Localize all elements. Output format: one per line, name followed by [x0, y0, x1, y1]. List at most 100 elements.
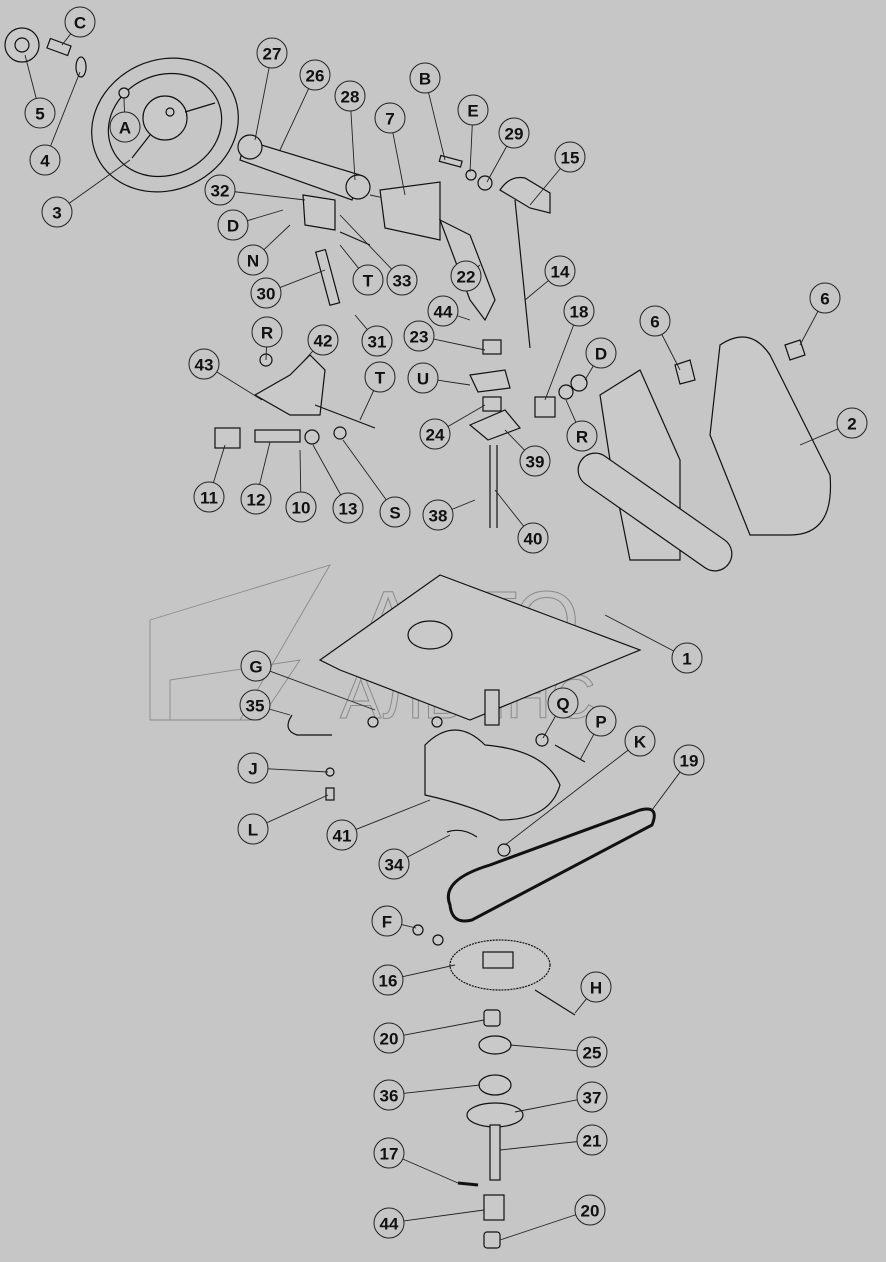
callout-K: K [624, 725, 656, 757]
callout-label: 44 [380, 1215, 399, 1234]
callout-label: N [247, 252, 259, 271]
leader-line [234, 191, 306, 201]
leader-line [354, 314, 368, 330]
callout-circle [372, 964, 404, 996]
callout-label: 30 [257, 285, 276, 304]
callout-circle [427, 295, 459, 327]
callout-label: 44 [434, 303, 453, 322]
plate-7-part [379, 181, 441, 241]
callout-circle [237, 752, 269, 784]
callout-41: 41 [326, 819, 358, 851]
callout-label: P [595, 713, 606, 732]
leader-line [407, 834, 451, 858]
callout-label: R [261, 324, 273, 343]
leader-line [437, 379, 471, 386]
callout-circle [563, 295, 595, 327]
leader-line [259, 441, 271, 485]
callout-23: 23 [403, 320, 435, 352]
leader-line [279, 88, 310, 151]
spring-18-part [534, 396, 556, 418]
callout-label: 3 [52, 204, 61, 223]
callout-circle [457, 94, 489, 126]
callout-circle [193, 481, 225, 513]
callout-G: G [240, 650, 272, 682]
callout-label: 15 [561, 149, 580, 168]
callout-29: 29 [498, 117, 530, 149]
callout-circle [379, 496, 411, 528]
bracket-15-part [499, 176, 551, 214]
callout-circle [237, 813, 269, 845]
callout-circle [378, 848, 410, 880]
callout-circle [41, 196, 73, 228]
callout-label: 26 [306, 67, 325, 86]
callout-21: 21 [576, 1124, 608, 1156]
callout-label: 4 [40, 152, 50, 171]
cover-2-part [709, 336, 832, 536]
callout-circle [251, 316, 283, 348]
callout-circle [240, 650, 272, 682]
belt-part [447, 807, 656, 923]
leader-line [403, 1084, 481, 1094]
leader-line [402, 1158, 459, 1184]
leader-line [579, 733, 595, 761]
callout-label: B [419, 70, 431, 89]
callout-label: 24 [426, 426, 445, 445]
callout-34: 34 [378, 848, 410, 880]
callout-circle [334, 80, 366, 112]
callout-circle [498, 117, 530, 149]
callout-2: 2 [836, 407, 868, 439]
callout-label: 35 [246, 697, 265, 716]
callout-label: 21 [583, 1132, 602, 1151]
callout-circle [307, 324, 339, 356]
callout-circle [422, 499, 454, 531]
leader-line [499, 1214, 576, 1241]
leader-line [247, 209, 284, 222]
leader-line [216, 371, 263, 401]
shaft-21-part [489, 1124, 501, 1181]
leader-line [447, 404, 486, 427]
handle-part [577, 452, 733, 572]
callout-circle [364, 361, 396, 393]
callout-label: 5 [35, 105, 44, 124]
callout-37: 37 [576, 1081, 608, 1113]
leader-line [269, 670, 376, 711]
callout-label: U [417, 370, 429, 389]
washer-part [4, 27, 40, 63]
callout-A: A [109, 111, 141, 143]
leader-line [469, 124, 473, 173]
callout-circle [256, 37, 288, 69]
callout-circle [373, 1207, 405, 1239]
callout-label: 12 [247, 491, 266, 510]
leader-line [457, 315, 471, 321]
leader-line [509, 1044, 578, 1052]
callout-circle [250, 277, 282, 309]
callout-label: E [467, 102, 478, 121]
callout-H: H [580, 971, 612, 1003]
callout-circle [64, 6, 96, 38]
callout-label: H [590, 979, 602, 998]
leader-line [574, 998, 587, 1014]
callout-circle [240, 483, 272, 515]
leader-line [61, 33, 72, 46]
callout-label: L [248, 821, 258, 840]
leader-line [402, 964, 456, 978]
leader-line [486, 145, 508, 183]
leader-line [565, 399, 577, 423]
callout-circle [361, 325, 393, 357]
leader-line [433, 338, 486, 351]
callout-label: D [595, 345, 607, 364]
callout-circle [239, 689, 271, 721]
leader-line [403, 1209, 485, 1222]
callout-label: 29 [505, 125, 524, 144]
callout-22: 22 [450, 260, 482, 292]
callout-label: 27 [263, 45, 282, 64]
callout-33: 33 [386, 264, 418, 296]
leader-line [542, 715, 556, 739]
leader-line [544, 324, 575, 401]
callout-circle [517, 522, 549, 554]
cover-41-part [424, 729, 561, 821]
watermark-logo-icon [149, 564, 331, 721]
pin-30-part [314, 248, 341, 307]
callout-circle [204, 174, 236, 206]
